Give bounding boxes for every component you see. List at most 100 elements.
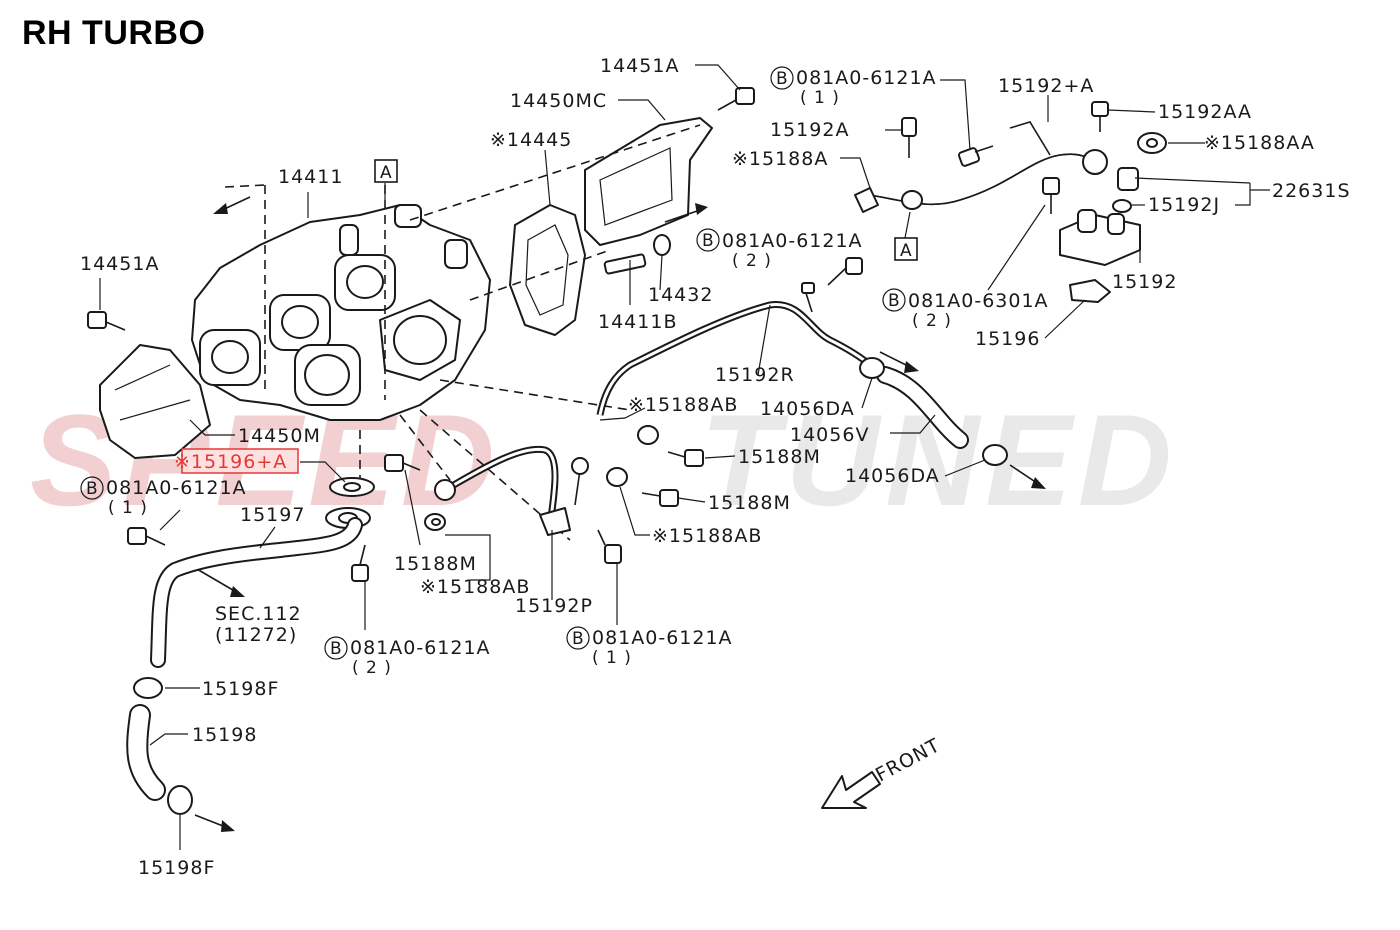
label-15192plusa: 15192+A (998, 75, 1094, 97)
front-indicator: FRONT (821, 734, 944, 809)
hose-clamp-15198f-top[interactable] (133, 677, 163, 699)
label-15188aa: ※15188AA (1204, 132, 1315, 154)
label-b-left-qty: ( 1 ) (108, 498, 148, 518)
label-15192p: 15192P (515, 595, 593, 617)
label-14432: 14432 (648, 284, 713, 306)
label-15196a: ※15196+A (174, 451, 287, 473)
water-pipe-15197[interactable] (150, 517, 363, 668)
nut-14432[interactable] (653, 234, 671, 256)
gasket-15196[interactable] (1069, 279, 1111, 303)
label-14451a-left: 14451A (80, 253, 159, 275)
circle-b-markers: B B B B B B (80, 66, 906, 660)
bolt-b-081a0-bottom-center[interactable] (597, 529, 622, 564)
box-a-lower-label: A (900, 241, 913, 261)
reference-box-a-lower: A (894, 237, 918, 261)
label-15196: 15196 (975, 328, 1040, 350)
leader-lines (99, 64, 1270, 850)
highlight-box-15196a (181, 448, 299, 474)
label-sec-112: SEC.112 (215, 603, 302, 625)
label-14411: 14411 (278, 166, 343, 188)
oil-feed-pipe-15192a[interactable] (854, 121, 1108, 213)
circle-b-6: B (572, 629, 585, 649)
label-15188ab-2: ※15188AB (652, 525, 762, 547)
label-15198f-top: 15198F (202, 678, 279, 700)
label-b-bottom-left-qty: ( 2 ) (352, 658, 392, 678)
label-14450mc: 14450MC (510, 90, 607, 112)
label-15188ab-3: ※15188AB (420, 576, 530, 598)
hose-clamp-14056da-bottom[interactable] (982, 444, 1008, 466)
heat-shield-14450m[interactable] (99, 344, 211, 459)
label-15188ab-1: ※15188AB (628, 394, 738, 416)
label-15192a: 15192A (770, 119, 849, 141)
hose-clamp-14056da-top[interactable] (859, 357, 885, 379)
label-15192: 15192 (1112, 271, 1177, 293)
bolt-14451a-top[interactable] (717, 87, 755, 111)
front-label: FRONT (872, 734, 944, 786)
label-15192aa: 15192AA (1158, 101, 1252, 123)
circle-b-3: B (888, 291, 901, 311)
bolt-b-081a0-top[interactable] (957, 145, 994, 167)
oil-pressure-sensor-22631s[interactable] (1117, 167, 1139, 191)
reference-box-a-upper: A (374, 159, 398, 183)
label-22631s: 22631S (1272, 180, 1351, 202)
direction-arrows (189, 196, 1046, 832)
label-15192r: 15192R (715, 364, 795, 386)
bolt-14451a-left[interactable] (87, 311, 126, 331)
gasket-14445[interactable] (509, 204, 586, 336)
bolt-b-081a0-left[interactable] (127, 527, 166, 546)
label-14450m: 14450M (238, 425, 321, 447)
label-15197: 15197 (240, 504, 305, 526)
hose-clamp-15198f-bottom[interactable] (167, 785, 193, 815)
label-15198f-bot: 15198F (138, 857, 215, 879)
label-14056v: 14056V (790, 424, 869, 446)
banjo-bolt-15192a[interactable] (901, 117, 917, 158)
label-sec-112-ref: (11272) (215, 624, 297, 646)
label-b-top: 081A0-6121A (796, 67, 937, 89)
label-b-top-qty: ( 1 ) (800, 88, 840, 108)
banjo-bolt-15188m-center[interactable] (384, 454, 421, 472)
washer-15188aa[interactable] (1137, 132, 1167, 154)
label-15188a: ※15188A (732, 148, 828, 170)
circle-b-1: B (776, 69, 789, 89)
box-a-upper-label: A (380, 163, 393, 183)
label-15198: 15198 (192, 724, 257, 746)
label-b-mid-qty: ( 2 ) (732, 251, 772, 271)
circle-b-2: B (702, 231, 715, 251)
turbo-housing-14411[interactable] (191, 204, 491, 421)
label-15188m-right1: 15188M (738, 446, 821, 468)
bolt-b-081a0-bottom-left[interactable] (351, 544, 369, 582)
bolt-15192aa[interactable] (1091, 101, 1109, 132)
label-14056da-bot: 14056DA (845, 465, 940, 487)
oil-adapter-15192[interactable] (1059, 209, 1141, 266)
label-b-bottom-left: 081A0-6121A (350, 637, 491, 659)
label-b-bottom-center: 081A0-6121A (592, 627, 733, 649)
washer-15188ab-center[interactable] (424, 513, 446, 531)
circle-b-5: B (330, 639, 343, 659)
banjo-bolt-15188m-right[interactable] (641, 449, 704, 507)
label-15188m-center: 15188M (394, 553, 477, 575)
oil-return-pipe-15192r[interactable] (596, 282, 873, 416)
part-labels: 14451A 14450MC ※14445 14411 14451A 14450… (80, 55, 1351, 879)
page-title: RH TURBO (22, 14, 206, 52)
label-b-left: 081A0-6121A (106, 477, 247, 499)
label-14445: ※14445 (490, 129, 572, 151)
washer-15188ab-right[interactable] (606, 425, 659, 487)
water-pipe-15192p[interactable] (434, 445, 589, 536)
stud-14411b[interactable] (603, 253, 647, 275)
bolt-b-081a0-mid[interactable] (827, 257, 863, 286)
hose-14056v[interactable] (876, 366, 969, 449)
label-b-6301: 081A0-6301A (908, 290, 1049, 312)
label-14056da-top: 14056DA (760, 398, 855, 420)
bolt-b-6301a[interactable] (1042, 177, 1060, 214)
o-ring-15192j[interactable] (1112, 199, 1132, 213)
label-15192j: 15192J (1148, 194, 1220, 216)
label-15188m-right2: 15188M (708, 492, 791, 514)
heat-shield-14450mc[interactable] (584, 117, 713, 246)
label-14411b: 14411B (598, 311, 677, 333)
label-b-6301-qty: ( 2 ) (912, 311, 952, 331)
label-b-mid: 081A0-6121A (722, 230, 863, 252)
circle-b-4: B (86, 479, 99, 499)
hose-15198[interactable] (126, 704, 166, 801)
